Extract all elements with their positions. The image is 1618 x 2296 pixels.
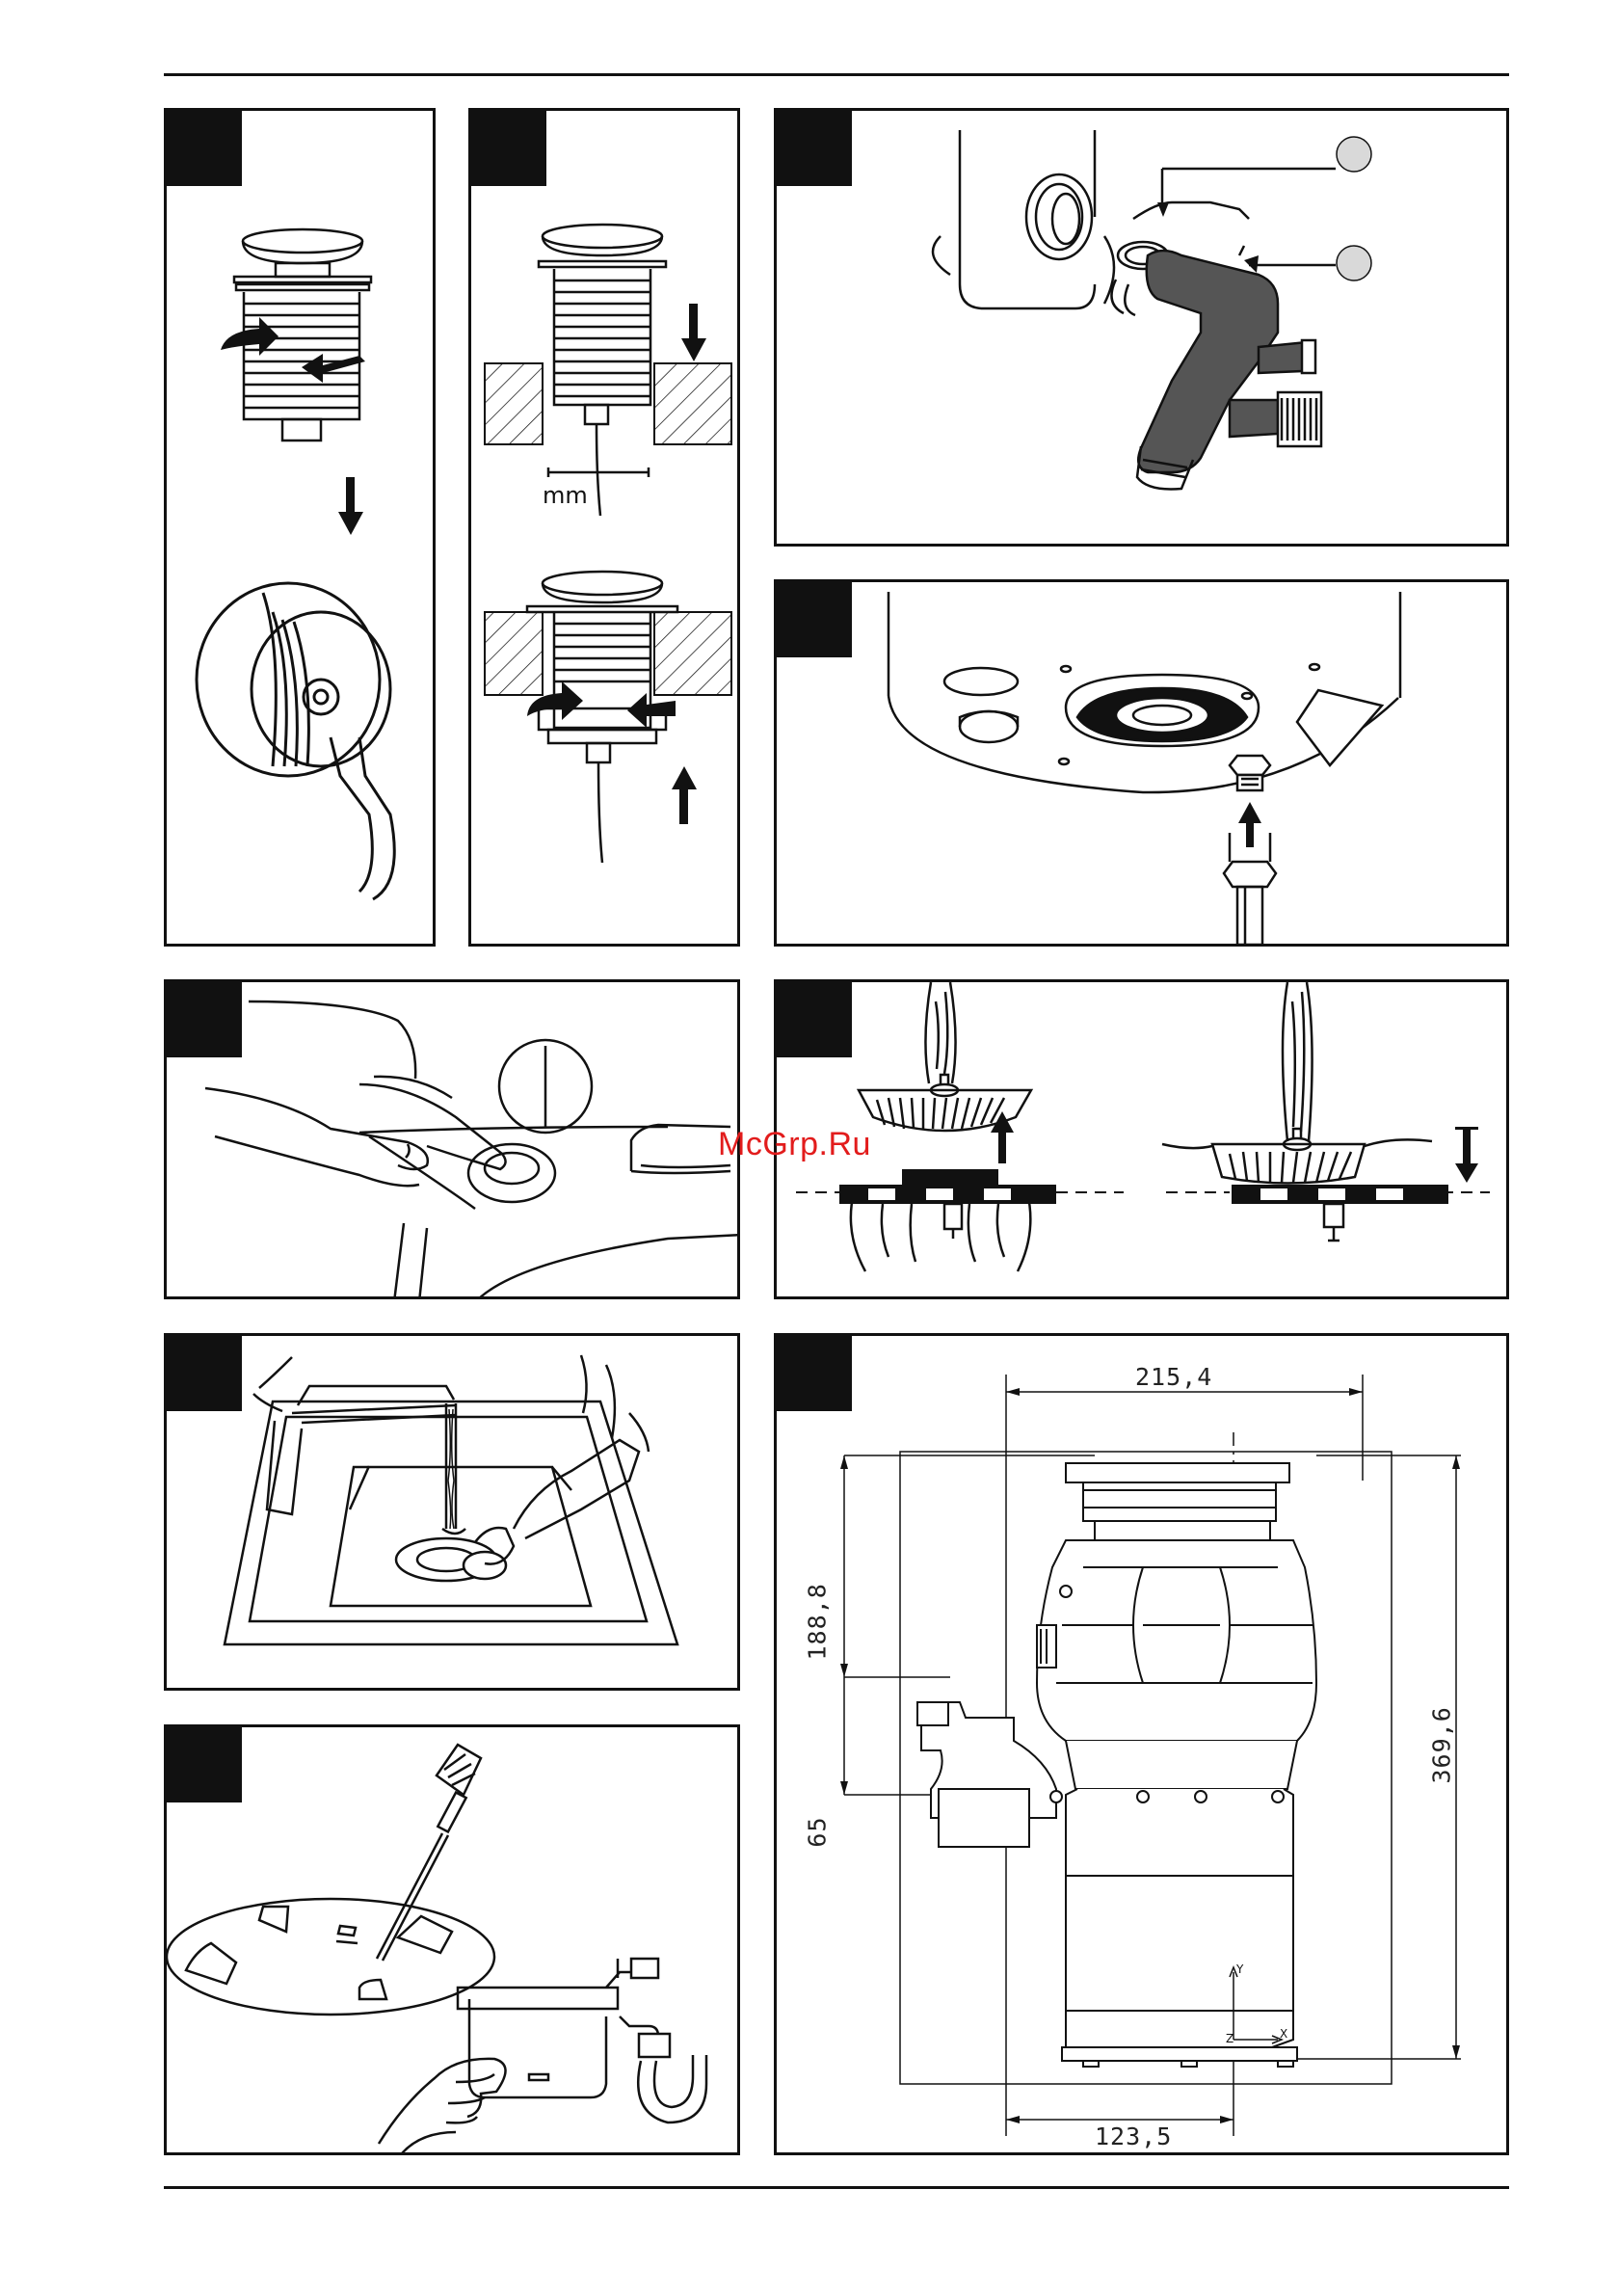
panel-a-pushbutton-unscrew	[164, 108, 436, 947]
axis-label-x: X	[1280, 2027, 1287, 2041]
unit-label: mm	[543, 482, 588, 509]
panel-e-press-button	[164, 979, 740, 1299]
dim-height-upper: 188,8	[804, 1584, 832, 1661]
dim-height-total: 369,6	[1428, 1707, 1456, 1784]
panel-d-dishwasher-inlet	[774, 579, 1509, 947]
screwdriver-illustration	[167, 1727, 740, 2155]
press-button-illustration	[167, 982, 740, 1299]
panel-f-stopper-positions	[774, 979, 1509, 1299]
axis-label-z: Z	[1226, 2032, 1233, 2045]
panel-i-dimensions: 215,4 188,8 65 369,6 123,5 Y X Z	[774, 1333, 1509, 2155]
grinder-base-illustration	[777, 582, 1509, 947]
panel-b-worktop-mounting: mm	[468, 108, 740, 947]
dim-offset-bottom: 123,5	[1095, 2122, 1172, 2150]
dim-width-top: 215,4	[1135, 1363, 1212, 1391]
dim-height-lower: 65	[804, 1803, 832, 1861]
axis-label-y: Y	[1236, 1962, 1243, 1976]
callout-circle	[1337, 246, 1371, 280]
panel-c-drain-elbow	[774, 108, 1509, 547]
panel-h-screwdriver-unjam	[164, 1724, 740, 2155]
top-rule	[164, 73, 1509, 76]
bottom-rule	[164, 2186, 1509, 2189]
drain-elbow-illustration	[777, 111, 1509, 547]
grinder-dimension-drawing	[777, 1336, 1509, 2155]
stopper-positions-illustration	[777, 982, 1509, 1299]
panel-g-rinse-sink	[164, 1333, 740, 1691]
pushbutton-illustration	[167, 111, 436, 947]
worktop-mounting-illustration	[471, 111, 740, 947]
rinse-sink-illustration	[167, 1336, 740, 1691]
watermark: McGrp.Ru	[718, 1126, 871, 1163]
callout-circle	[1337, 137, 1371, 172]
